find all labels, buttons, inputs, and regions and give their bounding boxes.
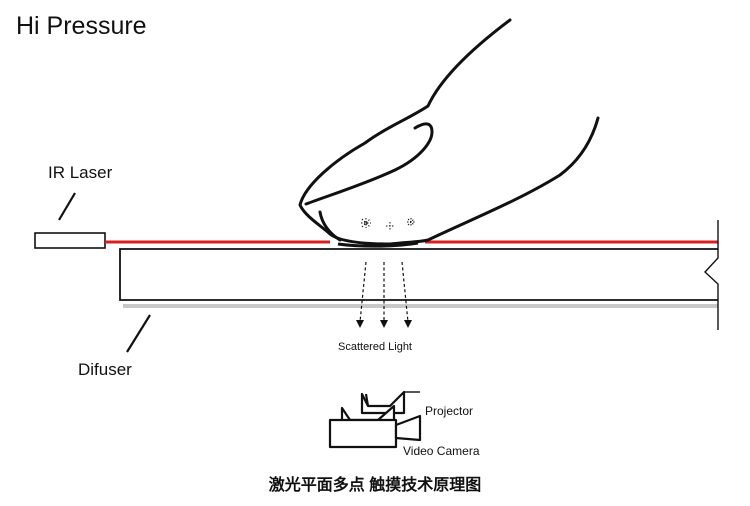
ir-laser-label: IR Laser [48, 163, 113, 182]
video-camera-icon [328, 404, 422, 449]
touch-sparkles [361, 218, 415, 230]
video-camera-label: Video Camera [403, 444, 480, 458]
ir-laser-box [34, 232, 106, 249]
difuser-pointer [126, 314, 151, 353]
figure-caption: 激光平面多点 触摸技术原理图 [268, 477, 482, 494]
contact-patch [337, 241, 419, 248]
sparkle-2 [386, 222, 394, 230]
scattered-light-arrows [359, 261, 409, 323]
diffuser-shadow [123, 304, 718, 308]
page-title: Hi Pressure [16, 12, 147, 40]
projector-label: Projector [425, 404, 474, 418]
finger-icon [298, 18, 600, 246]
scatter-arrow-3 [401, 261, 409, 323]
scattered-light-label: Scattered Light [338, 341, 412, 353]
scatter-arrowheads [356, 320, 412, 328]
scatter-arrow-1 [359, 261, 367, 323]
ir-laser-pointer [58, 192, 76, 221]
difuser-label: Difuser [78, 360, 132, 379]
diffuser-slab [119, 248, 718, 301]
sparkle-1 [361, 218, 371, 228]
sparkle-3 [407, 218, 415, 226]
diffuser-break-mark [704, 220, 719, 330]
